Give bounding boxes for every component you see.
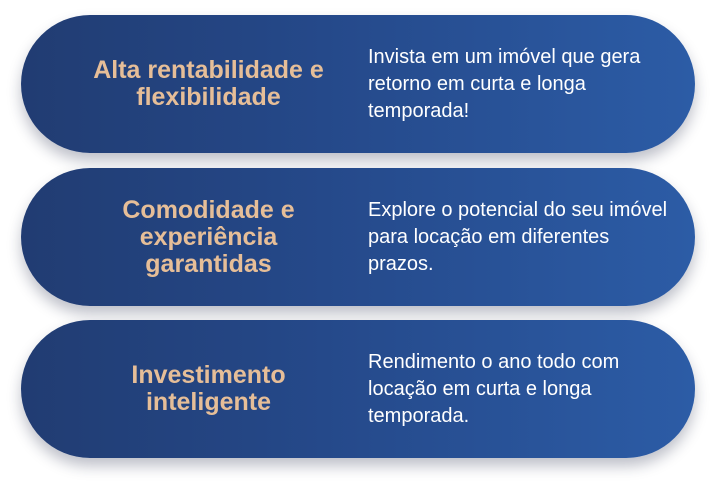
card-description: Explore o potencial do seu imóvel para l… xyxy=(368,198,668,275)
feature-card-investimento: Investimento inteligente Rendimento o an… xyxy=(21,320,695,458)
card-title: Investimento inteligente xyxy=(131,361,286,416)
feature-card-comodidade: Comodidade e experiência garantidas Expl… xyxy=(21,168,695,306)
card-description: Rendimento o ano todo com locação em cur… xyxy=(368,350,620,427)
card-title: Alta rentabilidade e flexibilidade xyxy=(93,56,324,111)
card-description: Invista em um imóvel que gera retorno em… xyxy=(368,45,641,122)
card-title: Comodidade e experiência garantidas xyxy=(122,195,295,278)
feature-card-rentabilidade: Alta rentabilidade e flexibilidade Invis… xyxy=(21,15,695,153)
